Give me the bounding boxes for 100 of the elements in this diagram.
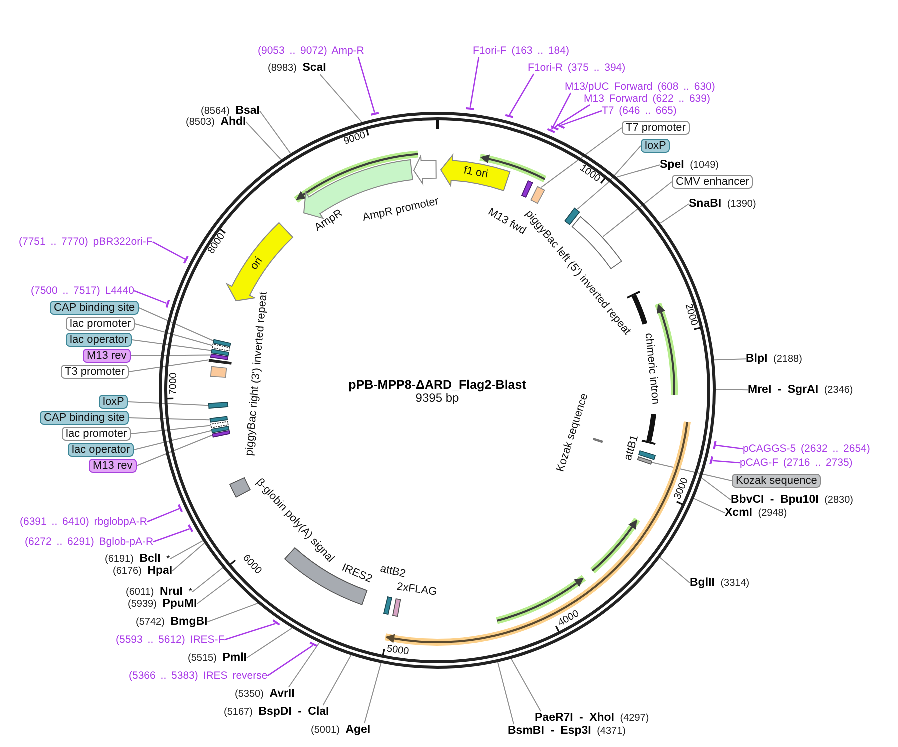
feature-marker: [212, 344, 230, 352]
primer-label: (5366 .. 5383) IRES reverse: [129, 670, 268, 682]
restriction-site-label: (6176) HpaI: [113, 564, 173, 578]
feature-tag: CAP binding site: [50, 301, 140, 315]
restriction-site-label: (8564) BsaI: [201, 104, 260, 118]
primer-label: T7 (646 .. 665): [602, 105, 677, 118]
primer-label: pCAGGS-5 (2632 .. 2654): [743, 443, 870, 456]
plasmid-size: 9395 bp: [416, 392, 460, 406]
leader-line: [207, 602, 259, 623]
feature-label: chimeric intron: [642, 332, 662, 405]
leader-line: [470, 56, 480, 108]
leader-line: [555, 104, 590, 128]
feature-tag: lac operator: [66, 333, 132, 347]
feature-tag: Kozak sequence: [732, 474, 822, 488]
leader-line: [128, 418, 210, 421]
feature-label: attB1: [622, 434, 642, 462]
leader-line: [660, 557, 690, 584]
leader-line: [130, 425, 212, 434]
scale-number: 1000: [578, 163, 602, 186]
feature-marker: [530, 186, 546, 204]
feature-tag: T3 promoter: [61, 365, 129, 379]
leader-line: [551, 92, 572, 130]
leader-line: [153, 528, 190, 543]
scale-number: 5000: [386, 644, 410, 658]
leader-line: [128, 360, 210, 372]
scale-number: 3000: [672, 476, 692, 501]
primer-mark: [550, 126, 560, 131]
feature-tag: T7 promoter: [622, 121, 690, 135]
restriction-site-label: (5167) BspDI - ClaI: [224, 706, 330, 719]
leader-line: [246, 122, 282, 160]
feature-marker: [210, 420, 229, 428]
feature-marker: [208, 402, 229, 408]
feature-marker: [564, 207, 580, 225]
primer-label: F1ori-R (375 .. 394): [528, 62, 626, 74]
primer-mark: [371, 112, 380, 116]
primer-mark: [505, 114, 514, 118]
primer-label: (7500 .. 7517) L4440: [31, 285, 134, 298]
leader-line: [134, 290, 167, 304]
restriction-site-label: (6011) NruI*: [126, 586, 193, 599]
feature-label: attB2: [378, 562, 407, 581]
feature-label: 2xFLAG: [396, 580, 438, 599]
restriction-site-label: (8983) ScaI: [268, 62, 326, 75]
leader-line: [712, 460, 740, 464]
scale-number: 4000: [556, 608, 582, 630]
restriction-site-label: (5001) AgeI: [311, 724, 371, 737]
feature-label: AmpR promoter: [362, 195, 440, 224]
primer-label: (7751 .. 7770) pBR322ori-F: [19, 236, 153, 248]
feature-label: f1 ori: [462, 164, 489, 182]
feature-marker: [211, 426, 230, 433]
primer-mark: [272, 620, 280, 626]
primer-label: M13/pUC Forward (608 .. 630): [565, 81, 716, 94]
restriction-site-label: SnaBI (1390): [689, 198, 756, 211]
restriction-site-label: (5742) BmgBI: [136, 616, 208, 629]
leader-line: [358, 56, 376, 113]
restriction-site-label: (8503) AhdI: [186, 116, 246, 129]
leader-line: [602, 182, 672, 238]
leader-line: [510, 658, 542, 712]
feature-marker: [212, 430, 230, 438]
leader-line: [714, 358, 746, 361]
leader-line: [134, 324, 213, 346]
primer-label: M13 Forward (622 .. 639): [584, 93, 710, 106]
restriction-site-label: BbvCI - Bpu10I (2830): [731, 494, 854, 507]
restriction-site-label: MreI - SgrAI (2346): [748, 384, 854, 397]
scale-number: 9000: [342, 130, 368, 148]
feature-label: piggyBac right (3') inverted repeat: [244, 292, 271, 457]
leader-line: [136, 434, 213, 466]
leader-line: [694, 498, 726, 514]
leader-line: [716, 388, 748, 391]
restriction-site-label: (5515) PmlI: [188, 652, 247, 665]
feature-marker: [637, 456, 653, 464]
feature-tag: lac operator: [68, 443, 134, 457]
feature-tag: lac promoter: [62, 427, 132, 441]
restriction-site-label: BsmBI - Esp3I (4371): [508, 724, 626, 738]
primer-label: pCAG-F (2716 .. 2735): [740, 457, 853, 470]
feature-tag: lac promoter: [66, 317, 136, 331]
feature-marker: [210, 416, 228, 422]
restriction-site-label: (5939) PpuMI: [128, 598, 198, 611]
feature-tag: M13 rev: [83, 349, 131, 363]
primer-label: (5593 .. 5612) IRES-F: [116, 634, 225, 646]
leader-line: [224, 623, 276, 641]
feature-label: ori: [248, 255, 266, 272]
reading-frame-arc: [496, 574, 586, 624]
leader-line: [267, 645, 314, 677]
leader-line: [132, 340, 212, 352]
primer-mark: [466, 107, 474, 110]
leader-line: [259, 110, 292, 154]
primer-label: (6272 .. 6291) Bglob-pA-R: [25, 536, 154, 548]
leader-line: [561, 110, 602, 126]
feature-marker: [392, 580, 438, 618]
feature-marker: [208, 358, 232, 364]
primer-mark: [310, 642, 318, 648]
leader-line: [246, 628, 294, 659]
primer-label: (9053 .. 9072) Amp-R: [258, 45, 364, 58]
feature-marker: [210, 353, 229, 360]
leader-line: [172, 542, 206, 572]
feature-block: [440, 154, 512, 192]
feature-tag: loxP: [641, 139, 670, 153]
feature-marker: [212, 338, 232, 347]
feature-tag: CMV enhancer: [672, 175, 754, 189]
primer-mark: [710, 456, 714, 465]
